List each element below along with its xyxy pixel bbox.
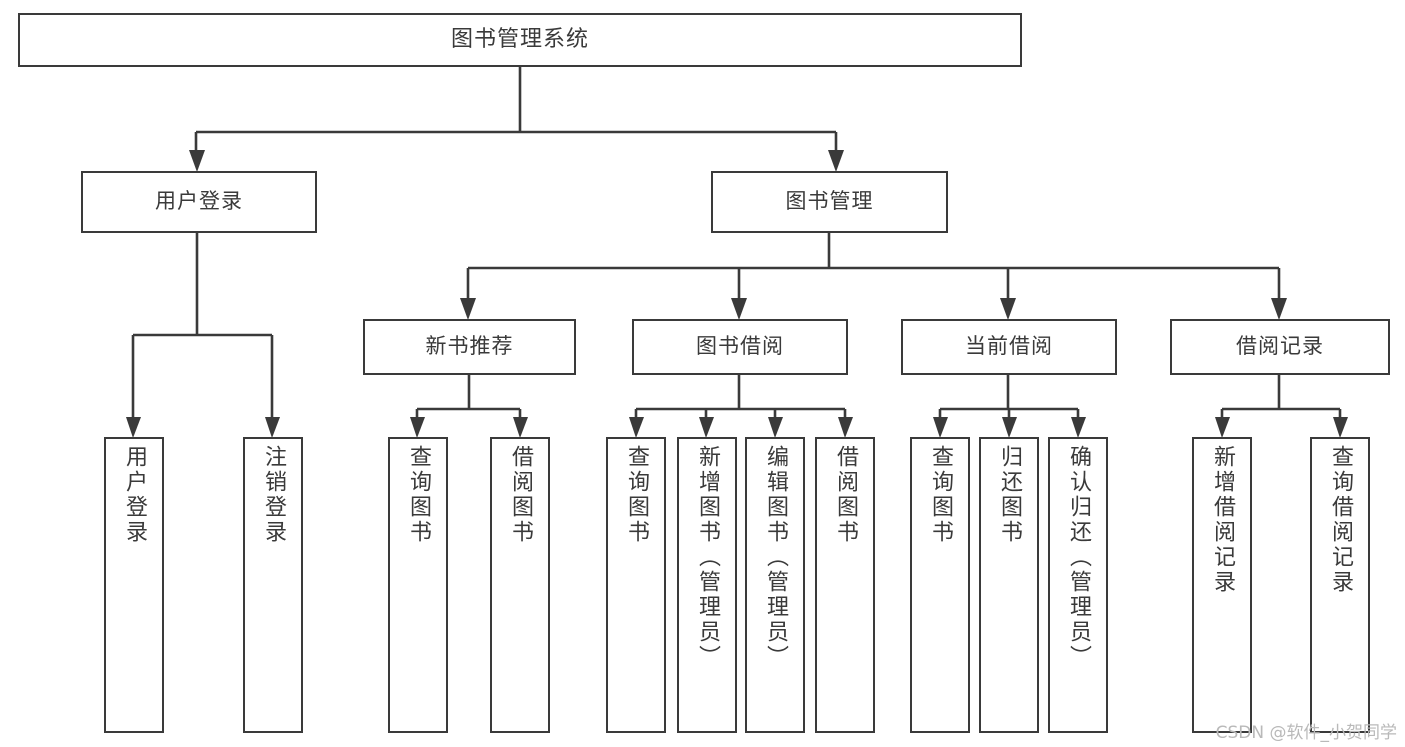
node-leaf-query-book-1[interactable]: 查询图书 bbox=[388, 437, 448, 733]
arrowhead-leaf-user-login bbox=[126, 417, 141, 438]
node-user-login[interactable]: 用户登录 bbox=[81, 171, 317, 233]
arrowhead-bb-leaf3 bbox=[768, 417, 783, 438]
node-leaf-user-logout[interactable]: 注销登录 bbox=[243, 437, 303, 733]
node-borrow-record[interactable]: 借阅记录 bbox=[1170, 319, 1390, 375]
node-current-borrow[interactable]: 当前借阅 bbox=[901, 319, 1117, 375]
arrowhead-new-book bbox=[460, 298, 476, 320]
node-leaf-user-login[interactable]: 用户登录 bbox=[104, 437, 164, 733]
node-current-borrow-label: 当前借阅 bbox=[965, 334, 1053, 359]
node-leaf-add-book[interactable]: 新增图书（管理员） bbox=[677, 437, 737, 733]
node-leaf-query-book-1-label: 查询图书 bbox=[406, 445, 431, 545]
node-leaf-confirm-return[interactable]: 确认归还（管理员） bbox=[1048, 437, 1108, 733]
node-leaf-return-book-label: 归还图书 bbox=[997, 445, 1022, 545]
arrowhead-bb-leaf4 bbox=[838, 417, 853, 438]
arrowhead-cb-leaf3 bbox=[1071, 417, 1086, 438]
node-user-login-label: 用户登录 bbox=[155, 189, 243, 214]
arrowhead-leaf-user-logout bbox=[265, 417, 280, 438]
node-leaf-add-book-label: 新增图书（管理员） bbox=[695, 445, 720, 670]
node-leaf-add-record-label: 新增借阅记录 bbox=[1210, 445, 1235, 595]
node-borrow-record-label: 借阅记录 bbox=[1236, 334, 1324, 359]
node-book-borrow-label: 图书借阅 bbox=[696, 334, 784, 359]
arrowhead-book-manage bbox=[828, 150, 844, 172]
arrowhead-bb-leaf2 bbox=[699, 417, 714, 438]
node-leaf-query-book-3-label: 查询图书 bbox=[928, 445, 953, 545]
arrowhead-nb-leaf1 bbox=[410, 417, 425, 438]
node-book-manage-label: 图书管理 bbox=[785, 189, 874, 214]
arrowhead-cb-leaf2 bbox=[1002, 417, 1017, 438]
node-leaf-query-book-2-label: 查询图书 bbox=[624, 445, 649, 545]
arrowhead-book-borrow bbox=[731, 298, 747, 320]
node-book-borrow[interactable]: 图书借阅 bbox=[632, 319, 848, 375]
node-leaf-borrow-book-2-label: 借阅图书 bbox=[833, 445, 858, 545]
arrowhead-borrow-record bbox=[1271, 298, 1287, 320]
node-leaf-user-login-label: 用户登录 bbox=[122, 445, 147, 545]
arrowhead-cb-leaf1 bbox=[933, 417, 948, 438]
node-leaf-borrow-book-1[interactable]: 借阅图书 bbox=[490, 437, 550, 733]
arrowhead-br-leaf1 bbox=[1215, 417, 1230, 438]
arrowhead-br-leaf2 bbox=[1333, 417, 1348, 438]
node-book-manage[interactable]: 图书管理 bbox=[711, 171, 948, 233]
node-leaf-query-record-label: 查询借阅记录 bbox=[1328, 445, 1353, 595]
arrowhead-user-login bbox=[189, 150, 205, 172]
node-new-book-recommend[interactable]: 新书推荐 bbox=[363, 319, 576, 375]
node-leaf-return-book[interactable]: 归还图书 bbox=[979, 437, 1039, 733]
arrowhead-nb-leaf2 bbox=[513, 417, 528, 438]
node-leaf-borrow-book-2[interactable]: 借阅图书 bbox=[815, 437, 875, 733]
node-leaf-query-book-3[interactable]: 查询图书 bbox=[910, 437, 970, 733]
node-root-label: 图书管理系统 bbox=[450, 26, 589, 52]
arrowhead-bb-leaf1 bbox=[629, 417, 644, 438]
node-leaf-confirm-return-label: 确认归还（管理员） bbox=[1066, 445, 1091, 670]
node-new-book-recommend-label: 新书推荐 bbox=[425, 334, 514, 359]
node-leaf-edit-book-label: 编辑图书（管理员） bbox=[763, 445, 788, 670]
node-root[interactable]: 图书管理系统 bbox=[18, 13, 1022, 67]
node-leaf-query-book-2[interactable]: 查询图书 bbox=[606, 437, 666, 733]
node-leaf-add-record[interactable]: 新增借阅记录 bbox=[1192, 437, 1252, 733]
node-leaf-borrow-book-1-label: 借阅图书 bbox=[508, 445, 533, 545]
arrowhead-current-borrow bbox=[1000, 298, 1016, 320]
node-leaf-edit-book[interactable]: 编辑图书（管理员） bbox=[745, 437, 805, 733]
node-leaf-query-record[interactable]: 查询借阅记录 bbox=[1310, 437, 1370, 733]
watermark-text: CSDN @软件_小贺同学 bbox=[1215, 723, 1397, 743]
node-leaf-user-logout-label: 注销登录 bbox=[261, 445, 286, 545]
